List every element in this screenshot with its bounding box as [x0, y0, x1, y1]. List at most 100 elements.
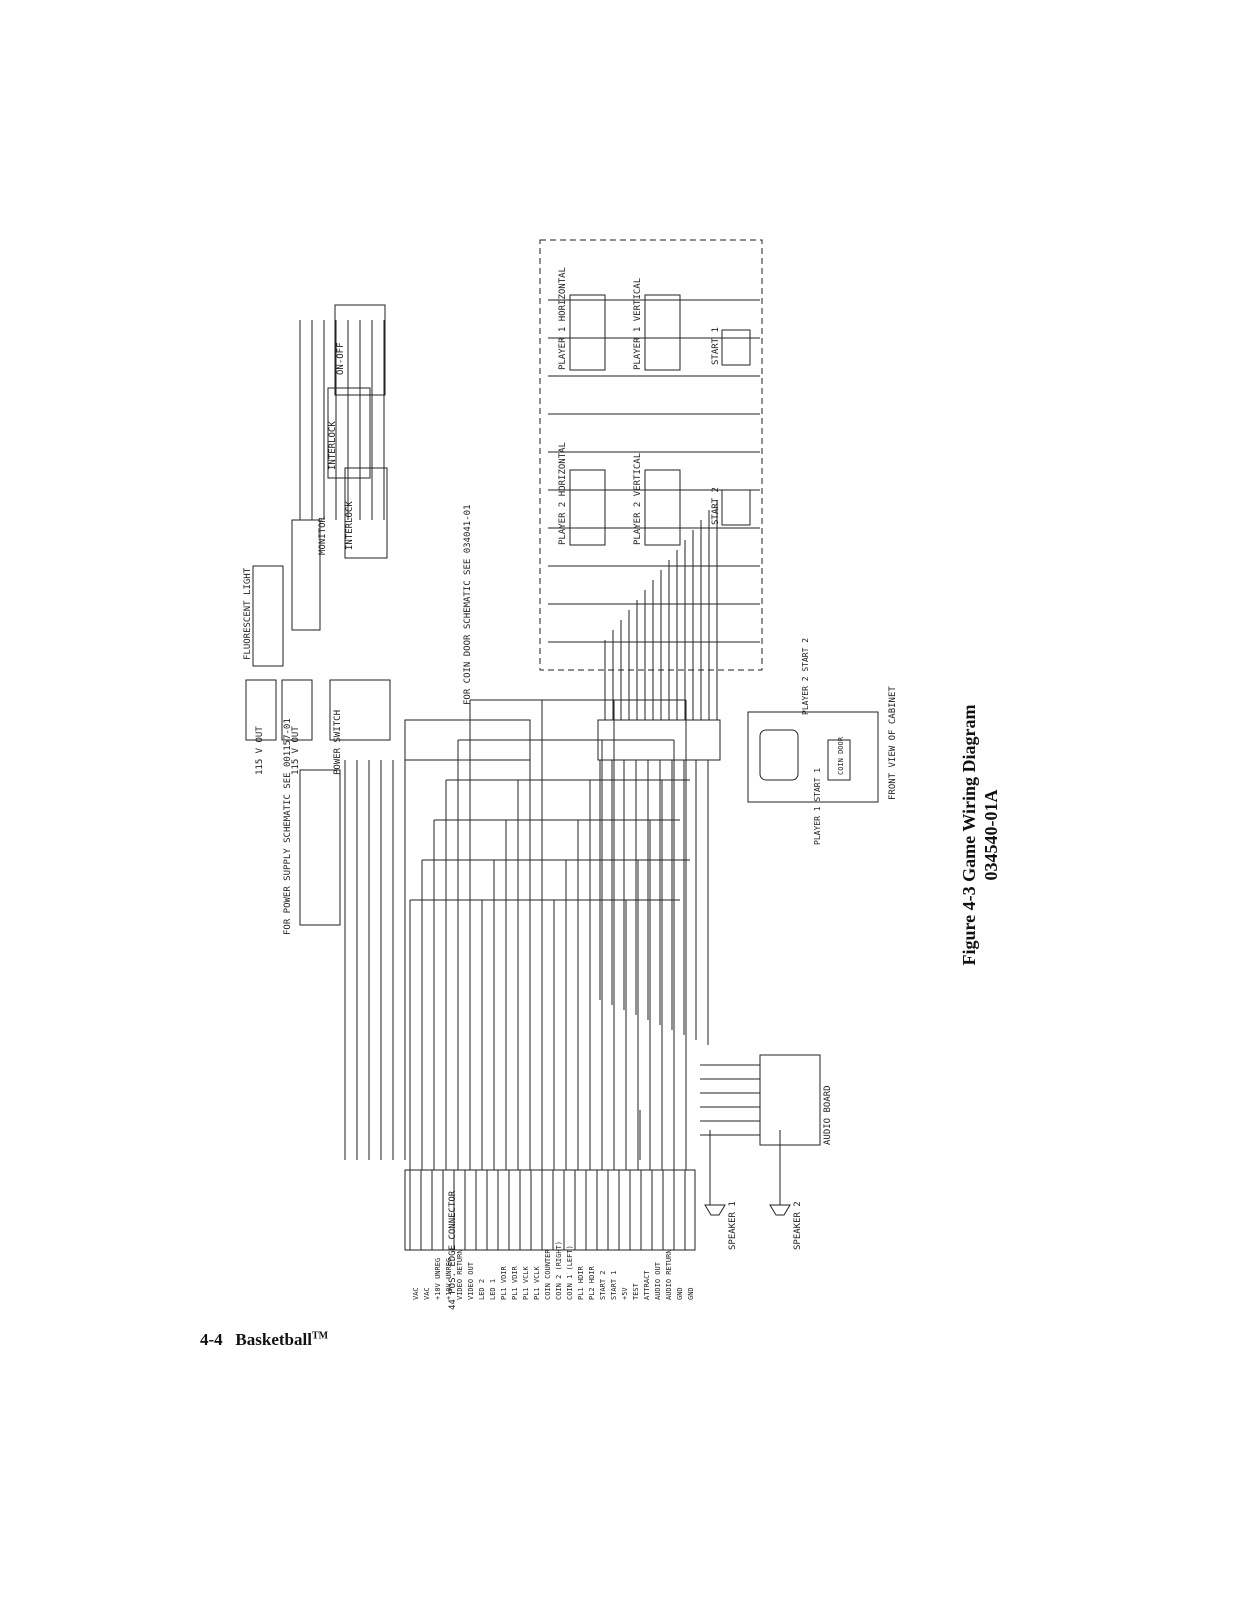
edge-connector-block — [404, 1169, 696, 1251]
player2-v-block — [644, 469, 681, 546]
edge-label: VIDEO OUT — [467, 1261, 475, 1300]
edge-label: PL1 VCLK — [533, 1265, 541, 1300]
page-footer: 4-4 BasketballTM — [200, 1330, 328, 1350]
edge-label-text: COIN COUNTER — [544, 1249, 552, 1300]
edge-label-text: +5V — [621, 1287, 629, 1300]
svg-text:FOR COIN DOOR SCHEMATIC SEE 03: FOR COIN DOOR SCHEMATIC SEE 034041-01 — [463, 505, 473, 705]
label-player2-h: PLAYER 2 HORIZONTAL — [558, 442, 568, 545]
svg-text:AUDIO BOARD: AUDIO BOARD — [823, 1085, 833, 1145]
label-speaker1: SPEAKER 1 — [728, 1201, 738, 1250]
edge-label-text: PL1 VCLK — [522, 1265, 530, 1300]
edge-label: START 2 — [599, 1270, 607, 1300]
wire-bundle — [299, 299, 781, 1205]
label-coin-door-note: FOR COIN DOOR SCHEMATIC SEE 034041-01 — [463, 505, 473, 705]
edge-label: LED 1 — [489, 1279, 497, 1300]
label-player1-v: PLAYER 1 VERTICAL — [633, 278, 643, 370]
label-115v-a: 115 V OUT — [255, 726, 265, 775]
edge-label: +10V UNREG — [445, 1258, 453, 1300]
svg-text:MONITOR: MONITOR — [318, 516, 328, 555]
edge-label-text: AUDIO RETURN — [665, 1249, 673, 1300]
svg-text:FOR POWER SUPPLY SCHEMATIC SEE: FOR POWER SUPPLY SCHEMATIC SEE 001157-01 — [283, 718, 293, 935]
edge-label: VIDEO RETURN — [456, 1249, 464, 1300]
edge-connector-grid — [409, 1170, 686, 1250]
edge-label: COIN 2 (RIGHT) — [555, 1241, 563, 1300]
edge-label-text: +10V UNREG — [445, 1258, 453, 1300]
power-supply-note: FOR POWER SUPPLY SCHEMATIC SEE 001157-01 — [283, 718, 293, 935]
edge-label: VAC — [412, 1287, 420, 1300]
speaker2-shape — [769, 1204, 791, 1216]
edge-label: VAC — [423, 1287, 431, 1300]
svg-text:FLUORESCENT LIGHT: FLUORESCENT LIGHT — [243, 567, 253, 660]
power-switch-block — [329, 679, 391, 741]
edge-label: AUDIO RETURN — [665, 1249, 673, 1300]
edge-label-text: COIN 2 (RIGHT) — [555, 1241, 563, 1300]
label-interlock-2: INTERLOCK — [328, 421, 338, 470]
svg-text:INTERLOCK: INTERLOCK — [328, 421, 338, 470]
label-player2-start: PLAYER 2 START 2 — [801, 638, 810, 715]
edge-label-text: VAC — [423, 1287, 431, 1300]
svg-text:44 POS. EDGE CONNECTOR: 44 POS. EDGE CONNECTOR — [448, 1190, 458, 1310]
svg-text:PLAYER 2 VERTICAL: PLAYER 2 VERTICAL — [633, 453, 643, 545]
player1-h-block — [569, 294, 606, 371]
edge-label-text: START 1 — [610, 1270, 618, 1300]
svg-text:ON-OFF: ON-OFF — [336, 342, 346, 375]
edge-label: PL1 VDIR — [500, 1265, 508, 1300]
edge-label-text: COIN 1 (LEFT) — [566, 1245, 574, 1300]
start2-block — [721, 489, 751, 526]
edge-label: AUDIO OUT — [654, 1261, 662, 1300]
speaker1-shape — [704, 1204, 726, 1216]
label-player1-h: PLAYER 1 HORIZONTAL — [558, 267, 568, 370]
monitor-block — [291, 519, 321, 631]
svg-text:PLAYER 1 START 1: PLAYER 1 START 1 — [813, 768, 822, 845]
edge-label-text: LED 1 — [489, 1279, 497, 1300]
cabinet-outline — [747, 711, 879, 803]
edge-label: ATTRACT — [643, 1270, 651, 1300]
label-speaker2: SPEAKER 2 — [793, 1201, 803, 1250]
outlet-b-block — [281, 679, 313, 741]
edge-label: LED 2 — [478, 1279, 486, 1300]
cabinet-coin-door — [827, 739, 851, 781]
trademark: TM — [311, 1330, 329, 1342]
edge-label-text: VIDEO RETURN — [456, 1249, 464, 1300]
svg-text:START 2: START 2 — [711, 487, 721, 525]
edge-label-text: PL1 VDIR — [500, 1265, 508, 1300]
edge-label: TEST — [632, 1282, 640, 1300]
edge-label-text: GND — [676, 1287, 684, 1300]
edge-label-text: +10V UNREG — [434, 1258, 442, 1300]
edge-label-text: PL2 HDIR — [588, 1265, 596, 1300]
svg-text:PLAYER 1 VERTICAL: PLAYER 1 VERTICAL — [633, 278, 643, 370]
fluorescent-block — [252, 565, 284, 667]
edge-label: COIN 1 (LEFT) — [566, 1245, 574, 1300]
label-player2-v: PLAYER 2 VERTICAL — [633, 453, 643, 545]
svg-text:115 V OUT: 115 V OUT — [255, 726, 265, 775]
player1-v-block — [644, 294, 681, 371]
edge-label: PL1 VCLK — [522, 1265, 530, 1300]
edge-label-text: PL1 VCLK — [533, 1265, 541, 1300]
edge-label-text: START 2 — [599, 1270, 607, 1300]
edge-label: +10V UNREG — [434, 1258, 442, 1300]
svg-text:INTERLOCK: INTERLOCK — [345, 501, 355, 550]
label-interlock-1: INTERLOCK — [345, 501, 355, 550]
audio-board-block — [759, 1054, 821, 1146]
page-number: 4-4 — [200, 1330, 223, 1349]
edge-label-text: GND — [687, 1287, 695, 1300]
label-cabinet-coin-door: COIN DOOR — [837, 736, 845, 775]
svg-text:115 V OUT: 115 V OUT — [291, 726, 301, 775]
interlock-1-block — [344, 467, 388, 559]
figure-caption: Figure 4-3 Game Wiring Diagram 034540-01… — [958, 670, 1002, 1000]
svg-text:PLAYER 2 START 2: PLAYER 2 START 2 — [801, 638, 810, 715]
edge-label-text: TEST — [632, 1282, 640, 1300]
edge-label: GND — [687, 1287, 695, 1300]
svg-text:START 1: START 1 — [711, 327, 721, 365]
edge-label-text: PL1 VDIR — [511, 1265, 519, 1300]
start1-block — [721, 329, 751, 366]
caption-number: 034540-01A — [981, 789, 1001, 881]
edge-label-text: LED 2 — [478, 1279, 486, 1300]
game-title: Basketball — [235, 1330, 312, 1349]
label-power-switch: POWER SWITCH — [333, 710, 343, 775]
edge-label-text: ATTRACT — [643, 1270, 651, 1300]
player2-h-block — [569, 469, 606, 546]
edge-label: +5V — [621, 1287, 629, 1300]
